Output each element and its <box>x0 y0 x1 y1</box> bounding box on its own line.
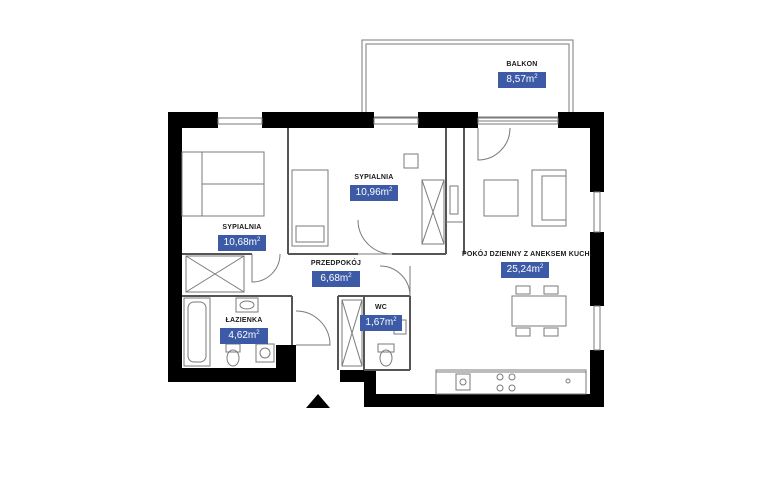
table-icon <box>511 285 567 337</box>
area-value: 10,96 <box>355 187 381 198</box>
area-unit: m <box>380 187 390 198</box>
room-area-badge: 1,67m2 <box>360 315 402 331</box>
stove-icon <box>496 373 516 392</box>
area-unit-exponent: 2 <box>389 187 393 193</box>
area-unit-exponent: 2 <box>540 264 544 270</box>
area-unit: m <box>339 273 349 284</box>
area-unit-exponent: 2 <box>256 330 260 336</box>
windows <box>217 117 601 351</box>
wardrobe-icon <box>341 299 363 367</box>
area-unit: m <box>248 237 258 248</box>
room-name: POKÓJ DZIENNY Z ANEKSEM KUCH. <box>462 251 592 258</box>
room-name: SYPIALNIA <box>222 224 262 231</box>
area-unit-exponent: 2 <box>257 237 261 243</box>
room-name: ŁAZIENKA <box>225 317 263 324</box>
room-label-pokoj-dzienny: POKÓJ DZIENNY Z ANEKSEM KUCH. 25,24m2 <box>462 251 592 278</box>
bed-icon <box>181 151 265 217</box>
area-unit: m <box>384 317 394 328</box>
wardrobe-icon <box>185 255 245 293</box>
washing-machine-icon <box>255 343 275 363</box>
bed-icon <box>291 169 329 247</box>
area-unit: m <box>525 74 535 85</box>
room-label-sypialnia-2: SYPIALNIA 10,96m2 <box>344 174 404 201</box>
room-area-badge: 6,68m2 <box>312 271 360 287</box>
room-area-badge: 4,62m2 <box>220 328 268 344</box>
sofa-icon <box>531 169 567 227</box>
room-label-lazienka: ŁAZIENKA 4,62m2 <box>214 317 274 344</box>
area-value: 25,24 <box>506 264 532 275</box>
area-unit: m <box>247 330 257 341</box>
room-label-balkon: BALKON 8,57m2 <box>492 61 552 88</box>
room-name: BALKON <box>506 61 538 68</box>
armchair-icon <box>483 179 519 217</box>
toilet-icon <box>225 343 241 367</box>
area-unit: m <box>531 264 541 275</box>
room-area-badge: 25,24m2 <box>501 262 549 278</box>
room-area-badge: 10,68m2 <box>218 235 266 251</box>
room-area-badge: 10,96m2 <box>350 185 398 201</box>
tv-cabinet-icon <box>449 185 459 215</box>
doors <box>251 127 511 346</box>
kitchen-counter <box>435 369 587 395</box>
room-label-przedpokoj: PRZEDPOKÓJ 6,68m2 <box>306 260 366 287</box>
fridge-icon <box>565 378 571 384</box>
interior-walls <box>182 128 465 371</box>
area-unit-exponent: 2 <box>348 273 352 279</box>
toilet-icon <box>377 343 395 367</box>
wardrobe-icon <box>421 179 445 245</box>
area-value: 10,68 <box>223 237 249 248</box>
exterior-walls <box>168 112 604 407</box>
nightstand-icon <box>403 153 419 169</box>
area-value: 4,62 <box>228 330 248 341</box>
room-label-sypialnia-1: SYPIALNIA 10,68m2 <box>212 224 272 251</box>
room-label-wc: WC 1,67m2 <box>358 304 404 331</box>
sink-icon <box>455 373 471 391</box>
area-unit-exponent: 2 <box>393 317 397 323</box>
entrance-arrow-icon <box>306 394 330 408</box>
area-unit-exponent: 2 <box>534 74 538 80</box>
room-name: WC <box>374 304 388 311</box>
sink-icon <box>235 297 259 313</box>
room-name: SYPIALNIA <box>354 174 394 181</box>
area-value: 6,68 <box>320 273 340 284</box>
bathtub-icon <box>183 297 211 367</box>
area-value: 8,57 <box>506 74 526 85</box>
area-value: 1,67 <box>365 317 385 328</box>
room-name: PRZEDPOKÓJ <box>310 260 362 267</box>
room-area-badge: 8,57m2 <box>498 72 546 88</box>
